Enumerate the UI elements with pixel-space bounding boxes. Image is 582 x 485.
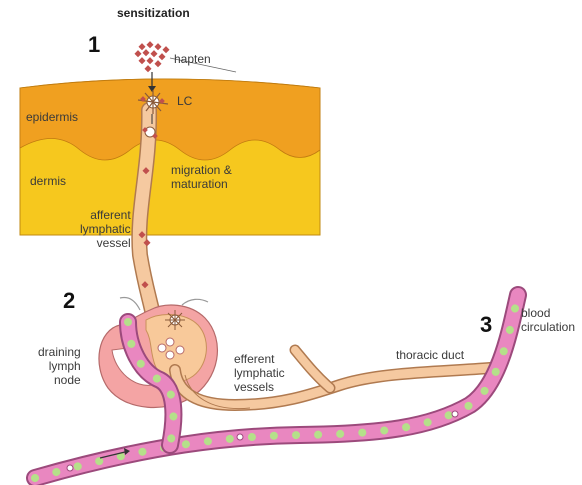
lc-label: LC xyxy=(177,94,192,108)
diagram-title: sensitization xyxy=(117,6,190,20)
thoracic-label: thoracic duct xyxy=(396,348,464,362)
step-2: 2 xyxy=(63,289,75,313)
dermis-label: dermis xyxy=(30,174,66,188)
skin-block xyxy=(20,79,320,235)
draining-label: draining lymph node xyxy=(38,345,81,387)
epidermis-label: epidermis xyxy=(26,110,78,124)
step-3: 3 xyxy=(480,313,492,337)
step-1: 1 xyxy=(88,33,100,57)
lymph-node xyxy=(99,298,217,408)
efferent-label: efferent lymphatic vessels xyxy=(234,352,285,394)
migration-label: migration & maturation xyxy=(171,163,232,191)
hapten-label: hapten xyxy=(174,52,211,66)
afferent-label: afferent lymphatic vessel xyxy=(80,208,131,250)
blood-label: blood circulation xyxy=(521,306,575,334)
hapten-cluster xyxy=(134,41,169,72)
